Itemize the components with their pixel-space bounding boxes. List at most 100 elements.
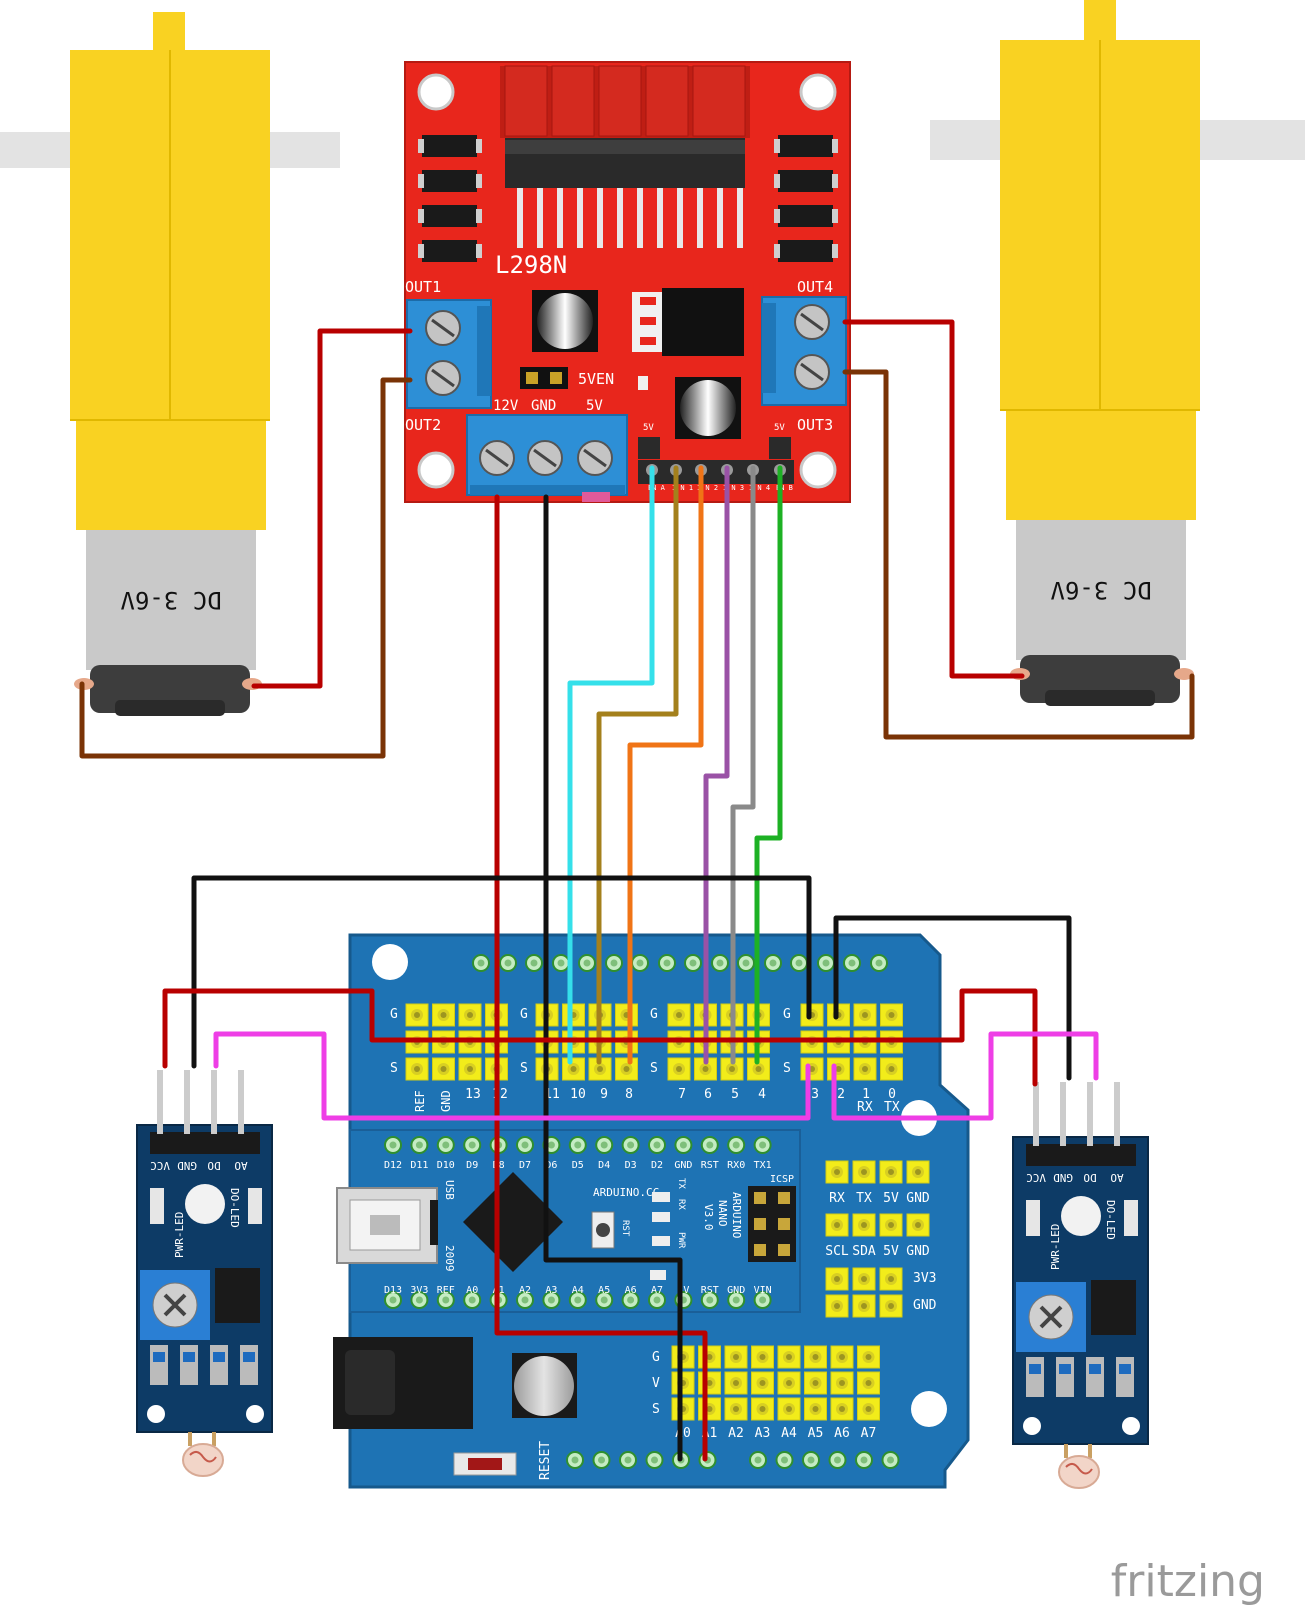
wire-sensor-vcc: [162, 988, 1038, 1087]
nano-bottom-pin-label: A4: [572, 1285, 584, 1296]
shield-side-header-pin: [906, 1213, 930, 1237]
shield-pin-label: 0: [888, 1087, 896, 1102]
shield-side-header-label: 5V: [883, 1244, 899, 1259]
nano-top-pin-label: D11: [410, 1160, 428, 1171]
shield-row-v-e: V: [652, 1376, 660, 1391]
shield-analog-label: A6: [834, 1426, 850, 1441]
nano-top-pin-label: D10: [437, 1160, 455, 1171]
wire-in4-gray: [730, 465, 756, 1065]
shield-bottom-pad: [749, 1451, 767, 1469]
shield-power-header-pin: [879, 1294, 903, 1318]
shield-analog-header-pin: [777, 1371, 801, 1395]
shield-analog-header-pin: [671, 1397, 695, 1421]
shield-top-pad: [764, 954, 782, 972]
wire-in1-olive: [596, 465, 679, 1065]
sensor-pin-label: GND: [177, 1159, 197, 1172]
shield-header-pin: [405, 1003, 429, 1027]
nano-bottom-pin-label: A2: [519, 1285, 531, 1296]
shield-bottom-pad: [881, 1451, 900, 1469]
driver-signal-pin-label: I N 3: [723, 484, 744, 492]
shield-row-g-a: G: [390, 1007, 398, 1022]
right-sensor-do-led-label: DO-LED: [1104, 1200, 1117, 1240]
driver-signal-pin-label: I N 4: [749, 484, 770, 492]
nano-icsp-label: ICSP: [770, 1174, 794, 1185]
shield-header-pin: [615, 1057, 638, 1081]
shield-analog-header-pin: [724, 1345, 748, 1369]
shield-side-header-label: 5V: [883, 1191, 899, 1206]
nano-top-pad: [595, 1136, 614, 1154]
shield-power-header-pin: [825, 1267, 849, 1291]
driver-signal-pin-label: EN B: [776, 484, 793, 492]
shield-header-pin: [827, 1057, 850, 1081]
shield-analog-header-pin: [857, 1397, 880, 1421]
wire-out1-left-motor: [251, 328, 413, 689]
shield-bottom-pad: [775, 1451, 794, 1469]
shield-top-pad: [684, 954, 702, 972]
shield-analog-header-pin: [698, 1345, 721, 1369]
shield-row-s-b: S: [520, 1061, 528, 1076]
power-5v-label: 5V: [586, 398, 603, 414]
wire-out2-left-motor: [79, 377, 413, 759]
shield-header-pin: [880, 1057, 903, 1081]
shield-side-header-pin: [879, 1160, 903, 1184]
shield-side-header-label: GND: [906, 1191, 930, 1206]
shield-top-pad: [817, 954, 835, 972]
shield-analog-header-pin: [830, 1345, 854, 1369]
nano-led-rx-label: RX: [676, 1199, 686, 1210]
shield-analog-label: A3: [755, 1426, 771, 1441]
nano-top-pin-label: GND: [674, 1160, 692, 1171]
pin-5v-right-label: 5V: [774, 423, 785, 433]
wire-ena-cyan: [567, 465, 655, 1065]
nano-rst-label: RST: [620, 1220, 630, 1237]
shield-header-pin: [880, 1003, 903, 1027]
shield-top-pad: [605, 954, 623, 972]
shield-analog-label: A2: [728, 1426, 744, 1441]
shield-pin-label: 9: [600, 1087, 608, 1102]
sensor-pin-label: AO: [1110, 1171, 1123, 1184]
fritzing-watermark: fritzing: [1111, 1556, 1265, 1607]
shield-pin-label: 6: [704, 1087, 712, 1102]
shield-bottom-pad: [828, 1451, 847, 1469]
shield-header-pin: [615, 1003, 638, 1027]
pin-5v-left-label: 5V: [643, 423, 654, 433]
shield-top-pad: [631, 954, 649, 972]
nano-top-pin-label: D3: [625, 1160, 637, 1171]
out3-label: OUT3: [797, 416, 833, 434]
nano-top-pin-label: TX1: [754, 1160, 772, 1171]
nano-led-pwr-label: PWR: [676, 1232, 686, 1249]
shield-header-pin: [853, 1003, 877, 1027]
sensor-pin-label: VCC: [1026, 1171, 1046, 1184]
shield-pin-label: REF: [413, 1090, 427, 1112]
left-sensor-do-led-label: DO-LED: [228, 1188, 241, 1228]
nano-bottom-pin-label: 3V3: [410, 1285, 428, 1296]
shield-top-pad: [578, 954, 596, 972]
nano-top-pad: [463, 1136, 482, 1154]
wire-left-sensor-do: [213, 1031, 811, 1121]
shield-power-header-pin: [879, 1267, 903, 1291]
driver-jumper-label: 5VEN: [578, 370, 614, 388]
nano-bottom-pin-label: D13: [384, 1285, 402, 1296]
shield-bottom-pad: [592, 1451, 611, 1469]
nano-bottom-pin-label: REF: [437, 1285, 455, 1296]
nano-bottom-pin-label: A3: [545, 1285, 557, 1296]
shield-pin-label: 3: [811, 1087, 819, 1102]
wire-right-sensor-gnd: [833, 915, 1072, 1081]
shield-analog-label: A7: [861, 1426, 877, 1441]
shield-row-s-a: S: [390, 1061, 398, 1076]
shield-analog-header-pin: [830, 1397, 854, 1421]
sensor-pin-label: AO: [234, 1159, 247, 1172]
shield-analog-header-pin: [830, 1371, 854, 1395]
nano-bottom-pin-label: 5V: [677, 1285, 689, 1296]
out1-label: OUT1: [405, 278, 441, 296]
nano-bottom-pin-label: A6: [625, 1285, 637, 1296]
nano-top-pin-label: RST: [701, 1160, 719, 1171]
shield-analog-header-pin: [751, 1371, 774, 1395]
shield-side-header-label: SDA: [852, 1244, 876, 1259]
shield-pin-label: 2: [837, 1087, 845, 1102]
shield-top-pad: [737, 954, 755, 972]
shield-pin-label: 7: [678, 1087, 686, 1102]
shield-header-pin: [458, 1003, 482, 1027]
shield-analog-header-pin: [857, 1371, 880, 1395]
shield-header-pin: [458, 1057, 482, 1081]
